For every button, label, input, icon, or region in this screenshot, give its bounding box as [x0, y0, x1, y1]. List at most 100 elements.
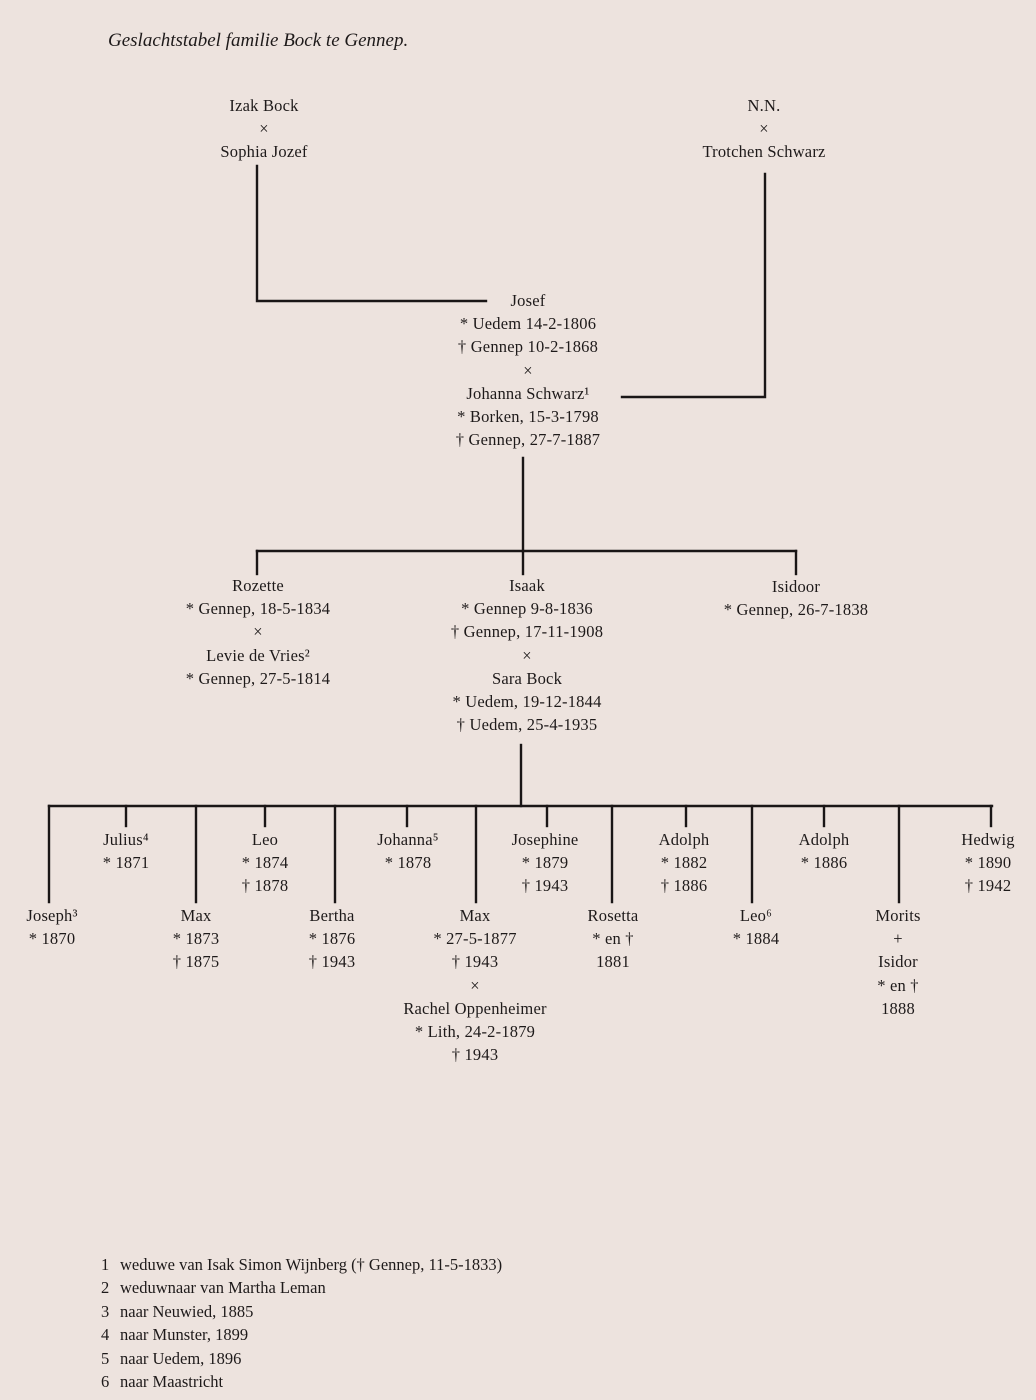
footnote-text: weduwe van Isak Simon Wijnberg († Gennep… — [120, 1255, 503, 1274]
person-line: * 1871 — [102, 853, 150, 873]
footnote-number: 3 — [101, 1301, 110, 1321]
person-line: × — [523, 360, 533, 380]
person-julius: Julius⁴ * 1871 — [103, 828, 150, 874]
person-line: Josef — [510, 291, 546, 310]
person-max-1873: Max* 1873† 1875 — [173, 904, 220, 974]
person-line: * Gennep, 18-5-1834 — [185, 599, 331, 619]
person-line: Leo⁶ — [739, 906, 773, 925]
person-line: Isaak — [509, 576, 545, 595]
person-line: Hedwig — [961, 830, 1015, 849]
person-line: † 1943 — [308, 952, 356, 972]
person-line: † Gennep, 17-11-1908 — [450, 622, 604, 642]
person-line: † 1878 — [241, 876, 289, 896]
person-line: * Gennep, 26-7-1838 — [723, 600, 869, 620]
person-nn: N.N.×Trotchen Schwarz — [702, 94, 825, 164]
person-line: Joseph³ — [26, 906, 78, 925]
person-line: † Uedem, 25-4-1935 — [456, 715, 598, 735]
person-isidoor: Isidoor * Gennep, 26-7-1838 — [724, 575, 868, 621]
person-leo-1884: Leo⁶* 1884 — [733, 904, 780, 950]
person-line: × — [470, 975, 480, 995]
person-line: Izak Bock — [229, 96, 299, 115]
person-line: Max — [459, 906, 491, 925]
footnote: 4 naar Munster, 1899 — [101, 1323, 502, 1346]
person-line: Sophia Jozef — [220, 142, 308, 162]
person-line: Josephine — [511, 830, 579, 849]
line-izak-josef — [255, 164, 488, 303]
person-line: Rozette — [232, 576, 284, 595]
person-line: × — [759, 119, 769, 139]
person-morits-isidor: Morits + Isidor * en † 1888 — [875, 904, 920, 1020]
footnote-number: 6 — [101, 1372, 110, 1392]
person-line: * en † — [592, 929, 634, 949]
footnote-number: 4 — [101, 1325, 110, 1345]
person-line: Bertha — [309, 906, 355, 925]
person-line: * 1876 — [308, 929, 356, 949]
person-line: Max — [180, 906, 212, 925]
person-line: Rachel Oppenheimer — [403, 998, 547, 1018]
person-line: * Borken, 15-3-1798 — [457, 407, 599, 427]
person-line: Rosetta — [587, 906, 639, 925]
footnote: 2 weduwnaar van Martha Leman — [101, 1276, 502, 1299]
person-isaak: Isaak * Gennep 9-8-1836 † Gennep, 17-11-19… — [451, 574, 603, 736]
footnote-number: 1 — [101, 1255, 110, 1274]
person-line: 1888 — [881, 998, 915, 1018]
line-nn-johanna — [620, 172, 767, 399]
person-line: Levie de Vries² — [206, 645, 310, 665]
person-line: Isidoor — [771, 577, 821, 596]
footnote: 1 weduwe van Isak Simon Wijnberg († Genne… — [101, 1253, 502, 1276]
person-line: † 1943 — [451, 1045, 499, 1065]
person-line: * 1882 — [660, 853, 708, 873]
page-title: Geslachtstabel familie Bock te Gennep. — [108, 30, 409, 51]
person-line: * Gennep 9-8-1836 — [461, 599, 593, 619]
person-line: Julius⁴ — [103, 830, 149, 849]
footnote-number: 2 — [101, 1278, 110, 1298]
person-line: * 27-5-1877 — [433, 929, 517, 949]
person-line: × — [522, 645, 532, 665]
person-line: † Gennep, 27-7-1887 — [455, 430, 601, 450]
person-rosetta: Rosetta * en † 1881 — [588, 904, 639, 974]
footnote-text: weduwnaar van Martha Leman — [120, 1278, 326, 1298]
person-leo-1874: Leo* 1874† 1878 — [242, 828, 289, 898]
person-line: † 1943 — [521, 876, 569, 896]
person-line: * 1890 — [964, 853, 1012, 873]
person-max-1877: Max * 27-5-1877 † 1943 × Rachel Oppenheimer *… — [403, 904, 546, 1066]
person-line: * 1879 — [521, 853, 569, 873]
person-line: Isidor — [878, 952, 918, 972]
person-line: * Gennep, 27-5-1814 — [185, 668, 331, 688]
person-line: † Gennep 10-2-1868 — [457, 337, 599, 357]
person-line: Leo — [251, 830, 279, 849]
footnote-text: naar Maastricht — [120, 1372, 224, 1392]
person-joseph: Joseph³* 1870 — [26, 904, 77, 950]
person-line: Adolph — [798, 830, 850, 849]
person-line: † 1943 — [451, 952, 499, 972]
person-izak-bock: Izak Bock × Sophia Jozef — [220, 94, 307, 164]
person-line: + — [893, 929, 903, 949]
footnote: 6 naar Maastricht — [101, 1370, 502, 1393]
person-johanna: Johanna⁵* 1878 — [377, 828, 438, 874]
person-line: * Lith, 24-2-1879 — [414, 1022, 536, 1042]
person-line: Trotchen Schwarz — [702, 142, 826, 162]
footnotes: 1 weduwe van Isak Simon Wijnberg († Genne… — [101, 1253, 502, 1393]
person-josef: Josef* Uedem 14-2-1806† Gennep 10-2-1868… — [456, 289, 600, 451]
person-line: Sara Bock — [491, 668, 563, 688]
person-adolph-1886: Adolph * 1886 — [799, 828, 850, 874]
person-line: * 1886 — [800, 853, 848, 873]
person-hedwig: Hedwig * 1890 † 1942 — [961, 828, 1014, 898]
person-adolph-1882: Adolph * 1882 † 1886 — [659, 828, 710, 898]
person-josephine: Josephine * 1879 † 1943 — [512, 828, 579, 898]
person-line: * en † — [877, 975, 919, 995]
footnote-text: naar Munster, 1899 — [120, 1325, 249, 1345]
person-line: × — [259, 119, 269, 139]
footnote-text: naar Uedem, 1896 — [120, 1348, 242, 1368]
person-line: † 1942 — [964, 876, 1012, 896]
person-line: Johanna Schwarz¹ — [466, 383, 590, 403]
person-line: Morits — [875, 906, 921, 925]
person-line: * Uedem, 19-12-1844 — [452, 692, 602, 712]
person-line: 1881 — [596, 952, 630, 972]
person-line: Adolph — [658, 830, 710, 849]
person-rozette: Rozette* Gennep, 18-5-1834×Levie de Vrie… — [186, 574, 330, 690]
person-line: † 1886 — [660, 876, 708, 896]
